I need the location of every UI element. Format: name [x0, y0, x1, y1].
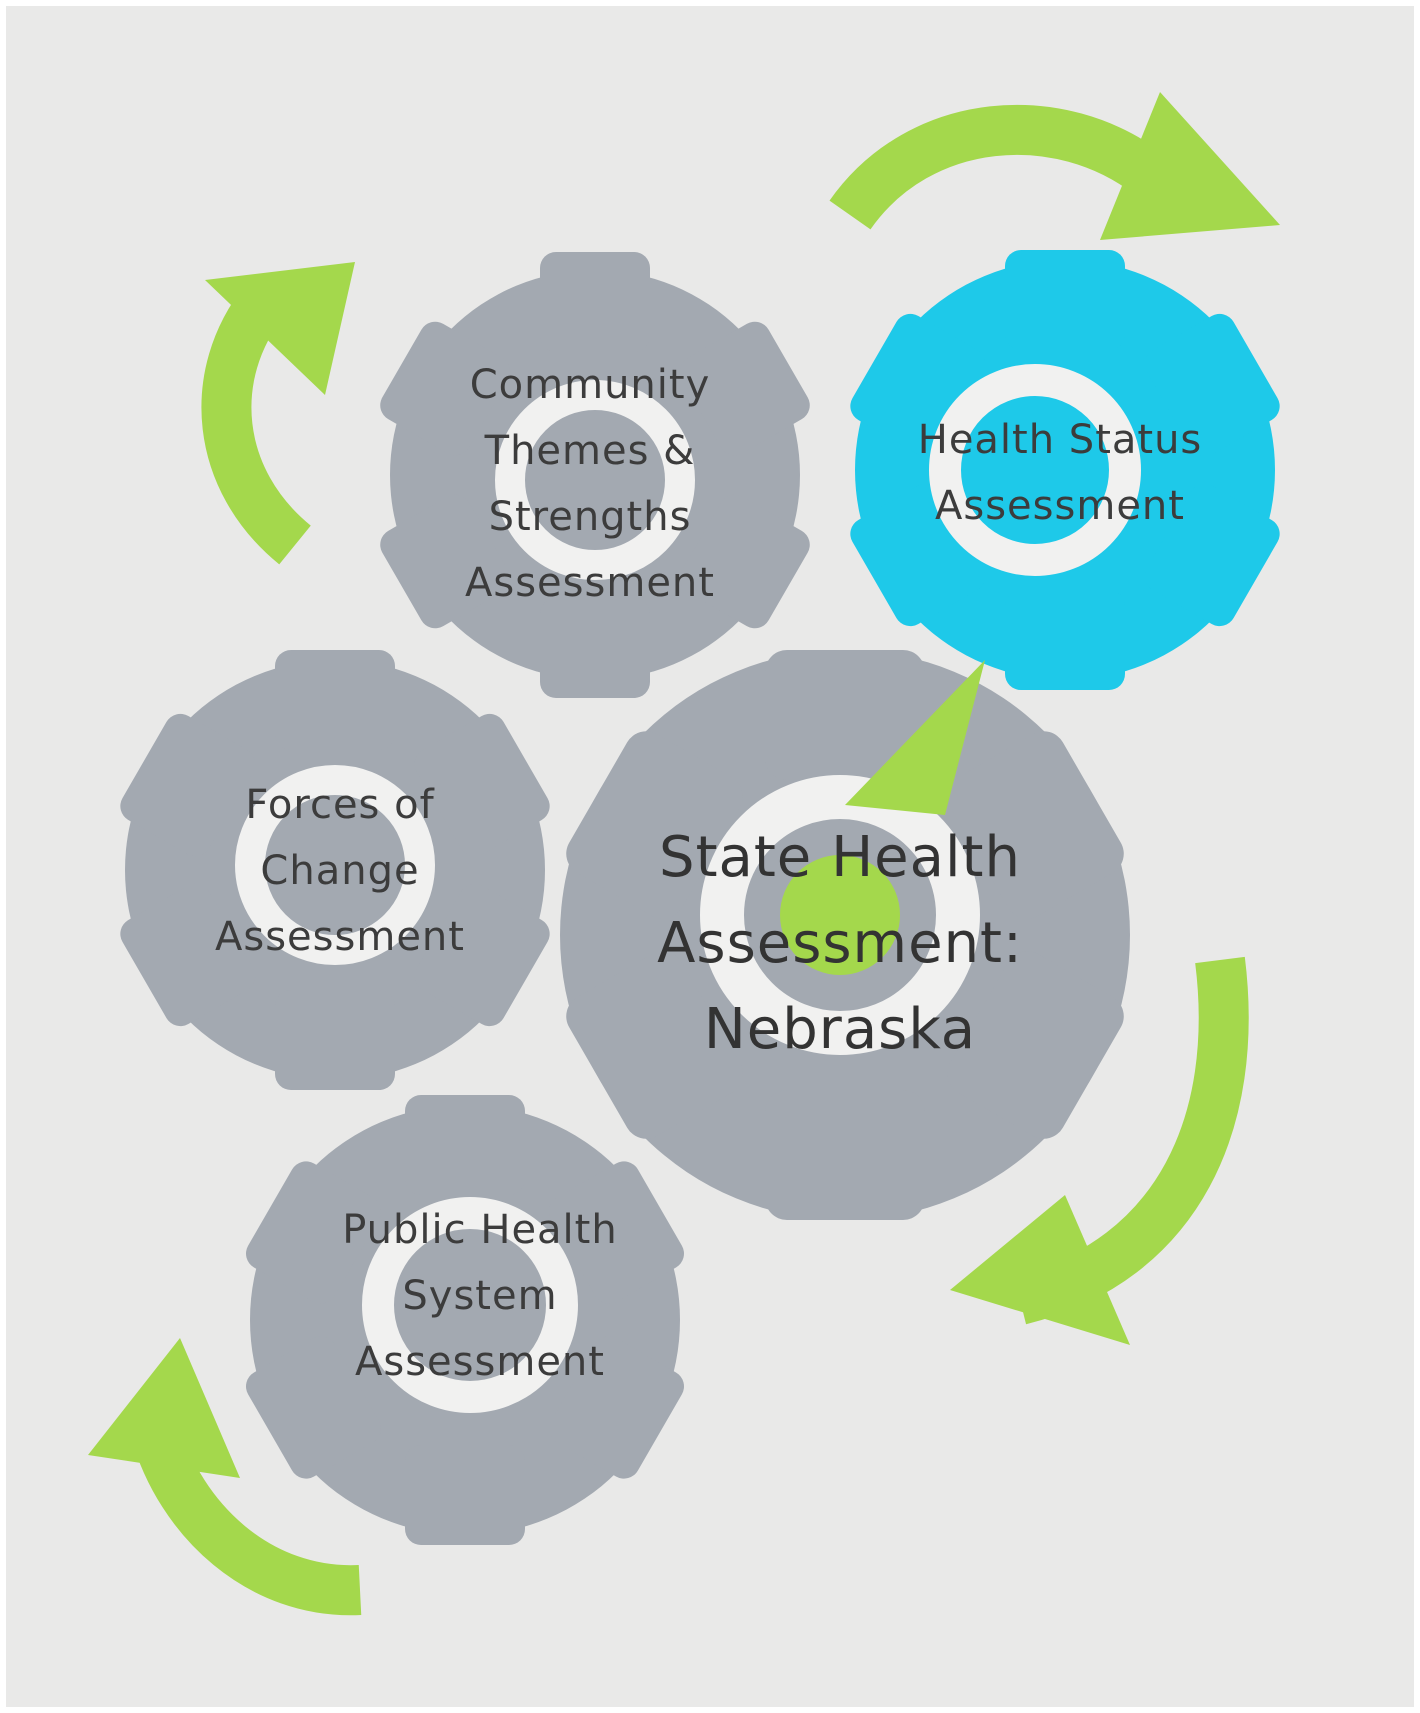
gear-state-health-assessment	[560, 650, 1130, 1220]
label-line: Themes &	[484, 428, 696, 474]
label-line: System	[402, 1273, 558, 1319]
curved-arrow-up-left-icon	[88, 1338, 362, 1616]
label-public-health-system: Public Health System Assessment	[310, 1210, 650, 1408]
curved-arrow-right-icon	[829, 92, 1280, 240]
label-line: Nebraska	[703, 997, 977, 1062]
label-line: Strengths	[488, 494, 692, 540]
curved-arrow-down-left-icon	[950, 956, 1249, 1345]
curved-arrow-up-icon	[201, 262, 355, 565]
label-line: Community	[469, 362, 711, 408]
gear-forces-of-change	[120, 650, 550, 1090]
label-line: Health Status	[917, 417, 1203, 463]
label-line: Assessment	[355, 1339, 605, 1385]
label-line: Public Health	[342, 1207, 618, 1253]
label-line: Assessment	[465, 560, 715, 606]
gear-public-health-system	[246, 1095, 684, 1545]
label-line: Assessment:	[657, 911, 1023, 976]
label-line: State Health	[659, 825, 1021, 890]
label-line: Assessment	[215, 914, 465, 960]
gear-center-dot	[780, 855, 900, 975]
label-line: Forces of	[245, 782, 435, 828]
gear-health-status	[850, 250, 1280, 690]
label-community-themes: Community Themes & Strengths Assessment	[420, 365, 760, 629]
label-state-health-assessment: State Health Assessment: Nebraska	[620, 830, 1060, 1088]
label-line: Change	[260, 848, 420, 894]
label-forces-of-change: Forces of Change Assessment	[180, 785, 500, 983]
pointer-needle	[845, 660, 985, 815]
gear-community-themes	[380, 252, 810, 698]
label-health-status: Health Status Assessment	[880, 420, 1240, 552]
label-line: Assessment	[935, 483, 1185, 529]
